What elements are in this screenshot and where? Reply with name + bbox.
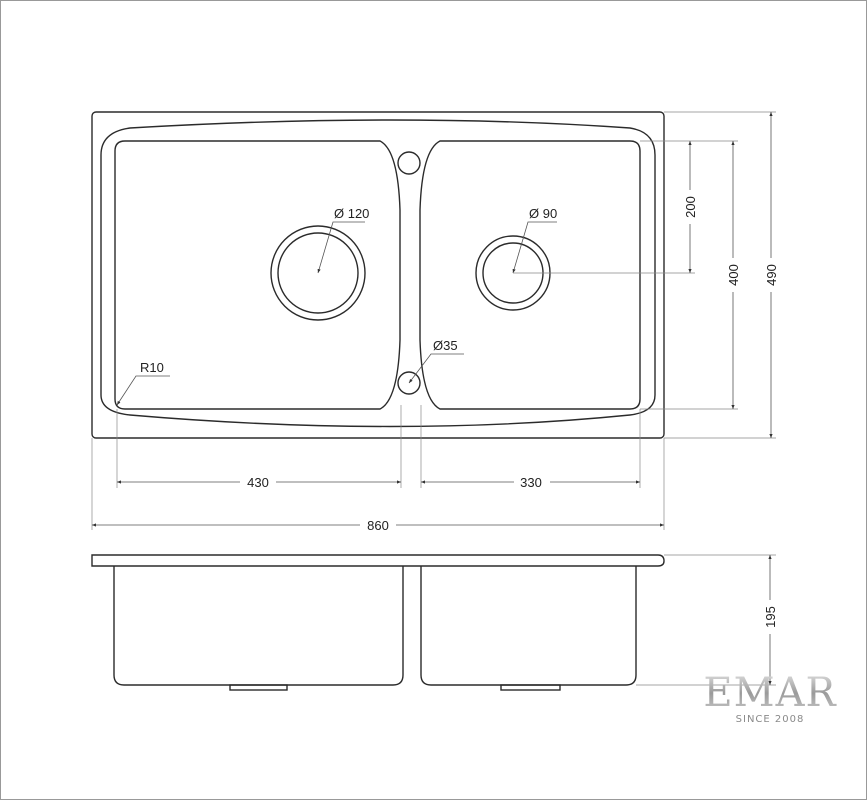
label-bowl-height: 195 (763, 606, 778, 628)
label-drain-offset: 200 (683, 196, 698, 218)
overflow-hole (397, 151, 421, 175)
label-right-bowl-width: 330 (520, 475, 542, 490)
label-total-depth: 490 (764, 264, 779, 286)
logo-wordmark: EMAR (703, 670, 837, 716)
leader-corner-radius (116, 375, 170, 406)
right-drain-side (500, 684, 561, 691)
sink-outer-outline (91, 111, 665, 439)
label-corner-radius: R10 (140, 360, 164, 375)
label-bowl-depth: 400 (726, 264, 741, 286)
logo-tagline: SINCE 2008 (736, 714, 805, 725)
leader-left-drain (317, 221, 365, 274)
top-view: Ø 120 Ø 90 Ø35 R10 430 330 860 200 4 (91, 111, 779, 533)
label-left-bowl-width: 430 (247, 475, 269, 490)
label-total-width: 860 (367, 518, 389, 533)
deck-outline (100, 119, 656, 428)
left-bowl-outline (114, 140, 401, 410)
side-view: 195 (91, 554, 778, 691)
label-right-drain: Ø 90 (529, 206, 557, 221)
leader-right-drain (512, 221, 557, 274)
left-drain-side (229, 684, 288, 691)
left-drain-inner (277, 232, 359, 314)
tap-hole (397, 371, 421, 395)
right-bowl-outline (419, 140, 641, 410)
deck-plate (91, 554, 665, 567)
label-tap-hole: Ø35 (433, 338, 458, 353)
left-bowl-side (113, 566, 404, 686)
brand-logo: EMAR SINCE 2008 (703, 670, 837, 725)
left-drain-outer (270, 225, 366, 321)
right-bowl-side (420, 566, 637, 686)
label-left-drain: Ø 120 (334, 206, 369, 221)
leader-tap-hole (408, 353, 464, 384)
